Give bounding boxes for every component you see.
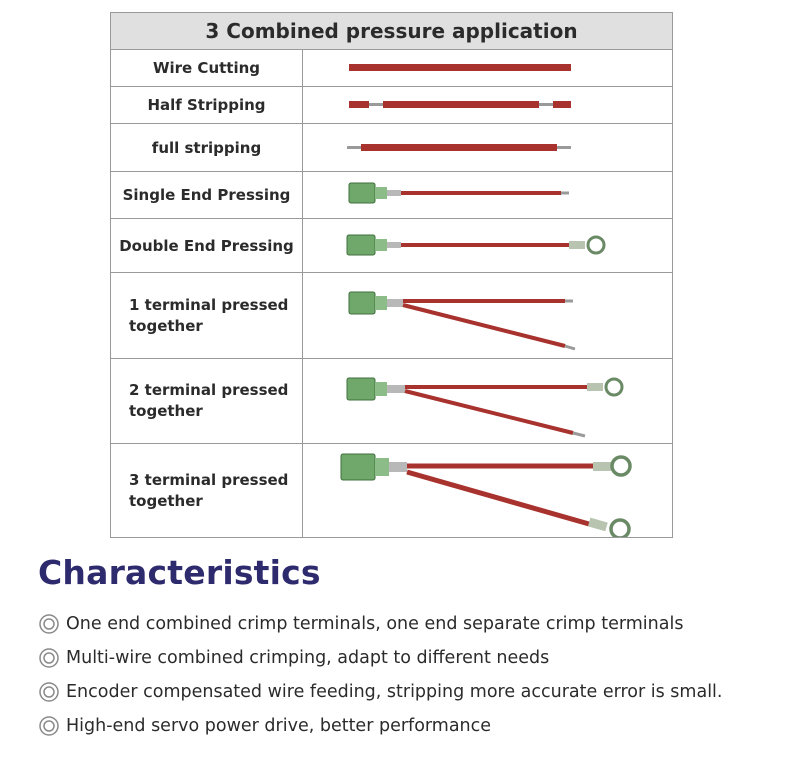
double-circle-bullet-icon: [39, 716, 59, 736]
row-label: full stripping: [111, 124, 303, 171]
list-item-text: High-end servo power drive, better perfo…: [66, 716, 492, 736]
row-label: 2 terminal pressed together: [111, 359, 303, 443]
table-row: Single End Pressing: [111, 172, 672, 219]
three-terminal-combined-icon: [303, 444, 672, 537]
one-terminal-combined-icon: [303, 273, 672, 358]
table-row: full stripping: [111, 124, 672, 172]
row-label: 3 terminal pressed together: [111, 444, 303, 537]
list-item-text: Multi-wire combined crimping, adapt to d…: [66, 648, 550, 668]
wire-cut-icon: [303, 49, 672, 86]
row-label: Wire Cutting: [111, 49, 303, 86]
characteristics-list: One end combined crimp terminals, one en…: [38, 607, 722, 743]
list-item: High-end servo power drive, better perfo…: [38, 709, 722, 743]
row-label: Double End Pressing: [111, 219, 303, 272]
table-row: Half Stripping: [111, 87, 672, 124]
list-item-text: Encoder compensated wire feeding, stripp…: [66, 682, 723, 702]
single-end-crimp-icon: [303, 172, 672, 218]
table-row: Wire Cutting: [111, 49, 672, 87]
table-row: Double End Pressing: [111, 219, 672, 273]
table-title: 3 Combined pressure application: [111, 13, 672, 50]
double-end-crimp-icon: [303, 219, 672, 272]
full-strip-icon: [303, 124, 672, 171]
characteristics-heading: Characteristics: [38, 553, 321, 592]
list-item-text: One end combined crimp terminals, one en…: [66, 614, 684, 634]
two-terminal-combined-icon: [303, 359, 672, 443]
row-label: Half Stripping: [111, 87, 303, 123]
list-item: Multi-wire combined crimping, adapt to d…: [38, 641, 722, 675]
half-strip-icon: [303, 87, 672, 123]
table-row: 2 terminal pressed together: [111, 359, 672, 444]
double-circle-bullet-icon: [39, 648, 59, 668]
table-row: 3 terminal pressed together: [111, 444, 672, 537]
row-label: 1 terminal pressed together: [111, 273, 303, 358]
application-table: 3 Combined pressure application Wire Cut…: [110, 12, 673, 538]
table-row: 1 terminal pressed together: [111, 273, 672, 359]
double-circle-bullet-icon: [39, 682, 59, 702]
double-circle-bullet-icon: [39, 614, 59, 634]
row-label: Single End Pressing: [111, 172, 303, 218]
list-item: Encoder compensated wire feeding, stripp…: [38, 675, 722, 709]
list-item: One end combined crimp terminals, one en…: [38, 607, 722, 641]
